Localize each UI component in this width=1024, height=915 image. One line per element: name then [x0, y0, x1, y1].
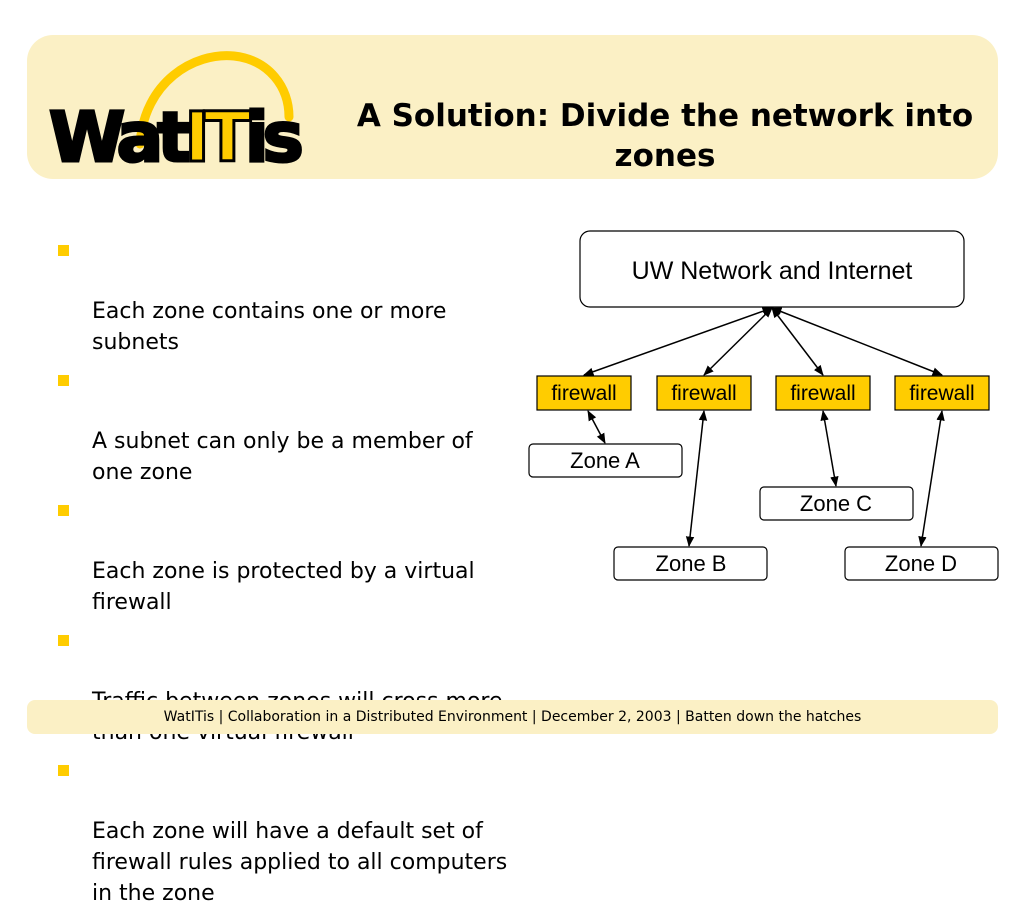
footer-text: WatITis | Collaboration in a Distributed…: [163, 709, 862, 725]
logo-wordmark: WatITis: [47, 98, 305, 178]
zone-b-label: Zone B: [656, 551, 727, 576]
firewall-box-1: firewall: [536, 375, 632, 411]
zone-d-box: Zone D: [844, 546, 999, 581]
firewall-label: firewall: [551, 382, 616, 405]
zone-c-box: Zone C: [759, 486, 914, 521]
node-uw-network: UW Network and Internet: [579, 230, 965, 308]
connector-fw4-zone-d: [918, 409, 945, 548]
bullet-item: A subnet can only be a member of one zon…: [55, 364, 515, 488]
zone-a-label: Zone A: [570, 448, 640, 473]
square-bullet-icon: [58, 635, 69, 646]
square-bullet-icon: [58, 375, 69, 386]
node-uw-network-label: UW Network and Internet: [632, 257, 913, 285]
bullet-text: Each zone is protected by a virtual fire…: [92, 559, 475, 615]
firewall-label: firewall: [909, 382, 974, 405]
connector-fw1-zone-a: [587, 410, 606, 444]
bullet-text: A subnet can only be a member of one zon…: [92, 429, 473, 485]
logo-sun-arc: [135, 51, 294, 149]
square-bullet-icon: [58, 245, 69, 256]
bullet-item: Each zone contains one or more subnets: [55, 234, 515, 358]
connector-top-fw1: [583, 307, 773, 376]
connector-fw3-zone-c: [820, 409, 839, 488]
header-band: [27, 35, 998, 179]
firewall-box-4: firewall: [894, 375, 990, 411]
firewall-box-3: firewall: [775, 375, 871, 411]
zone-b-box: Zone B: [613, 546, 768, 581]
firewall-box-2: firewall: [656, 375, 752, 411]
zone-a-box: Zone A: [528, 443, 683, 478]
bullet-text: Each zone will have a default set of fir…: [92, 819, 508, 906]
firewall-label: firewall: [671, 382, 736, 405]
firewall-label: firewall: [790, 382, 855, 405]
connector-top-fw2: [703, 307, 773, 376]
slide-title: A Solution: Divide the network into zone…: [356, 98, 974, 174]
connector-top-fw4: [771, 307, 943, 376]
footer-band: [27, 700, 998, 734]
bullet-item: Each zone will have a default set of fir…: [55, 754, 515, 909]
square-bullet-icon: [58, 505, 69, 516]
bullet-item: Each zone is protected by a virtual fire…: [55, 494, 515, 618]
zone-c-label: Zone C: [800, 491, 872, 516]
bullet-text: Each zone contains one or more subnets: [92, 299, 447, 355]
watitis-logo: WatITis: [44, 42, 334, 174]
connector-fw2-zone-b: [685, 409, 708, 548]
network-zone-diagram: UW Network and Internet firewall firewal…: [528, 230, 999, 581]
zone-d-label: Zone D: [885, 551, 957, 576]
